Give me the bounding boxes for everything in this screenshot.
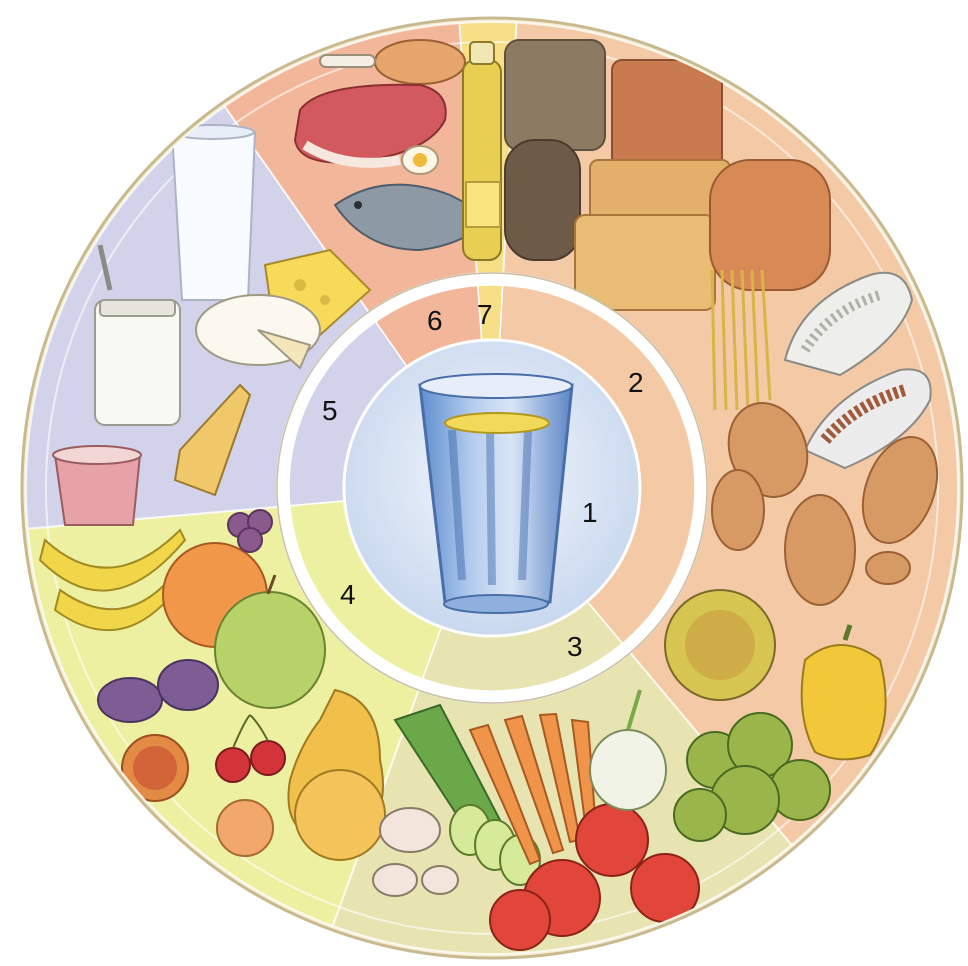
yogurt-cup-icon: [53, 446, 141, 525]
apricot-icon: [217, 800, 273, 856]
segment-number-3: 3: [567, 631, 583, 662]
milk-glass-icon: [172, 125, 255, 300]
segment-number-6: 6: [427, 305, 443, 336]
segment-number-1: 1: [582, 497, 598, 528]
segment-number-7: 7: [477, 299, 493, 330]
segment-number-4: 4: [340, 579, 356, 610]
lettuce-icon: [665, 590, 775, 700]
lemon-slice-icon: [445, 413, 549, 433]
segment-number-5: 5: [322, 395, 338, 426]
segment-number-2: 2: [628, 367, 644, 398]
butter-icon: [466, 182, 500, 227]
egg-icon: [402, 146, 438, 174]
glass-of-water-icon: [420, 374, 572, 613]
